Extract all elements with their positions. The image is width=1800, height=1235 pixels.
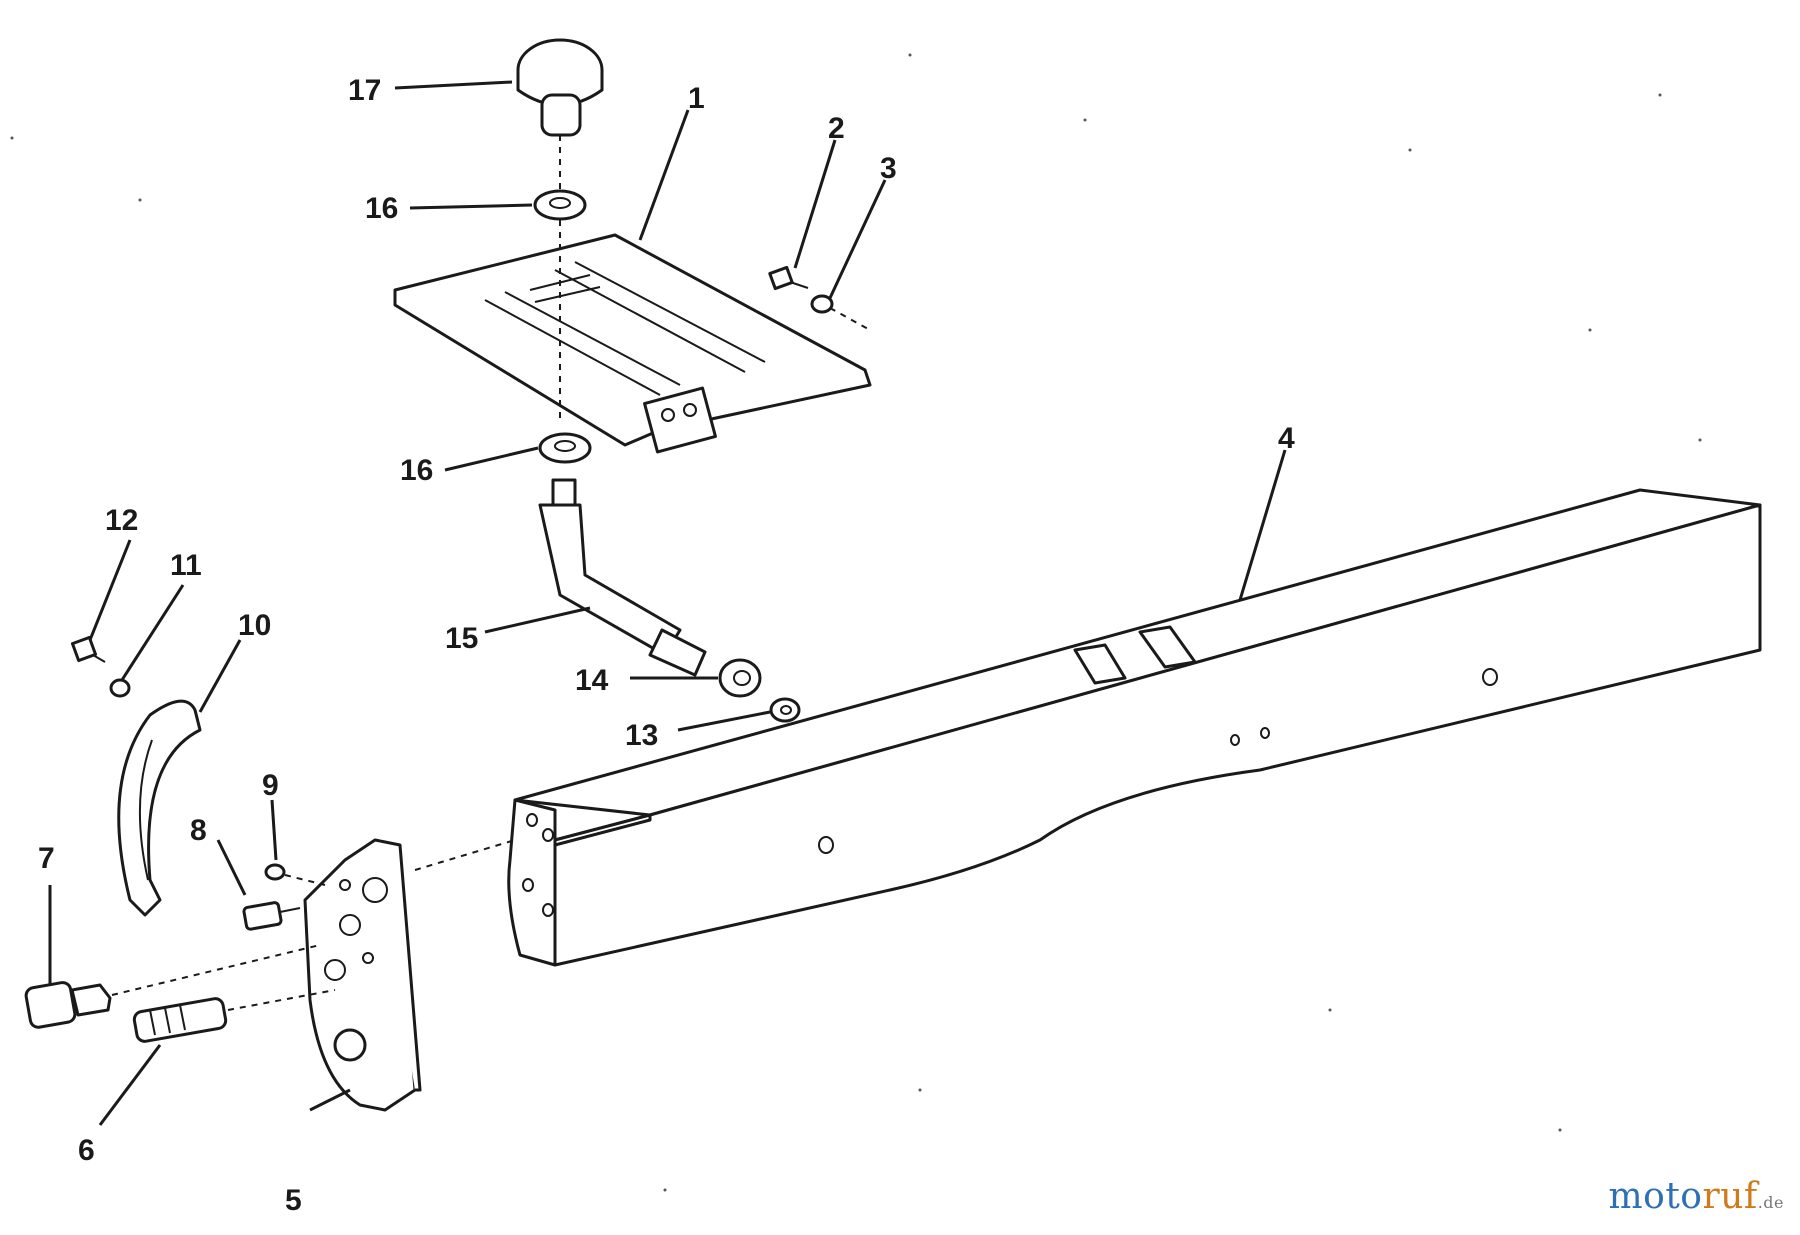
bolt-and-nut [768,265,871,331]
callout-10: 10 [238,609,271,642]
adjust-knob-and-pin [24,944,336,1043]
lock-knob [516,38,604,205]
callout-17: 17 [348,74,381,107]
callout-8: 8 [190,814,207,847]
watermark-part1: moto [1608,1176,1703,1217]
bent-rod [538,478,707,677]
curved-bracket [117,699,202,917]
watermark-part2: ruf [1702,1176,1758,1217]
callout-13: 13 [625,719,658,752]
callout-16-bottom: 16 [400,454,433,487]
callout-4: 4 [1278,422,1295,455]
callout-6: 6 [78,1134,95,1167]
callout-labels: 17 1 2 3 16 16 4 12 11 10 15 14 13 9 8 7… [38,74,1295,1217]
callout-7: 7 [38,842,55,875]
callout-15: 15 [445,622,478,655]
callout-2: 2 [828,112,845,145]
washers [533,189,592,464]
callout-3: 3 [880,152,897,185]
nut-and-washer [718,658,801,723]
callout-12: 12 [105,504,138,537]
callout-1: 1 [688,82,705,115]
callout-14: 14 [575,664,609,697]
callout-16-top: 16 [365,192,398,225]
block-screws [242,863,326,931]
table-plate [393,233,872,454]
motoruf-watermark: motoruf.de [1609,1176,1784,1217]
callout-5: 5 [285,1184,302,1217]
bracket-block [303,838,516,1112]
small-screw-washer [70,635,131,698]
watermark-part3: .de [1757,1193,1784,1212]
scan-specks [10,53,1702,1192]
rail-arm [507,488,1762,967]
callout-11: 11 [170,549,202,582]
callout-9: 9 [262,769,279,802]
leader-lines [48,80,1287,1126]
